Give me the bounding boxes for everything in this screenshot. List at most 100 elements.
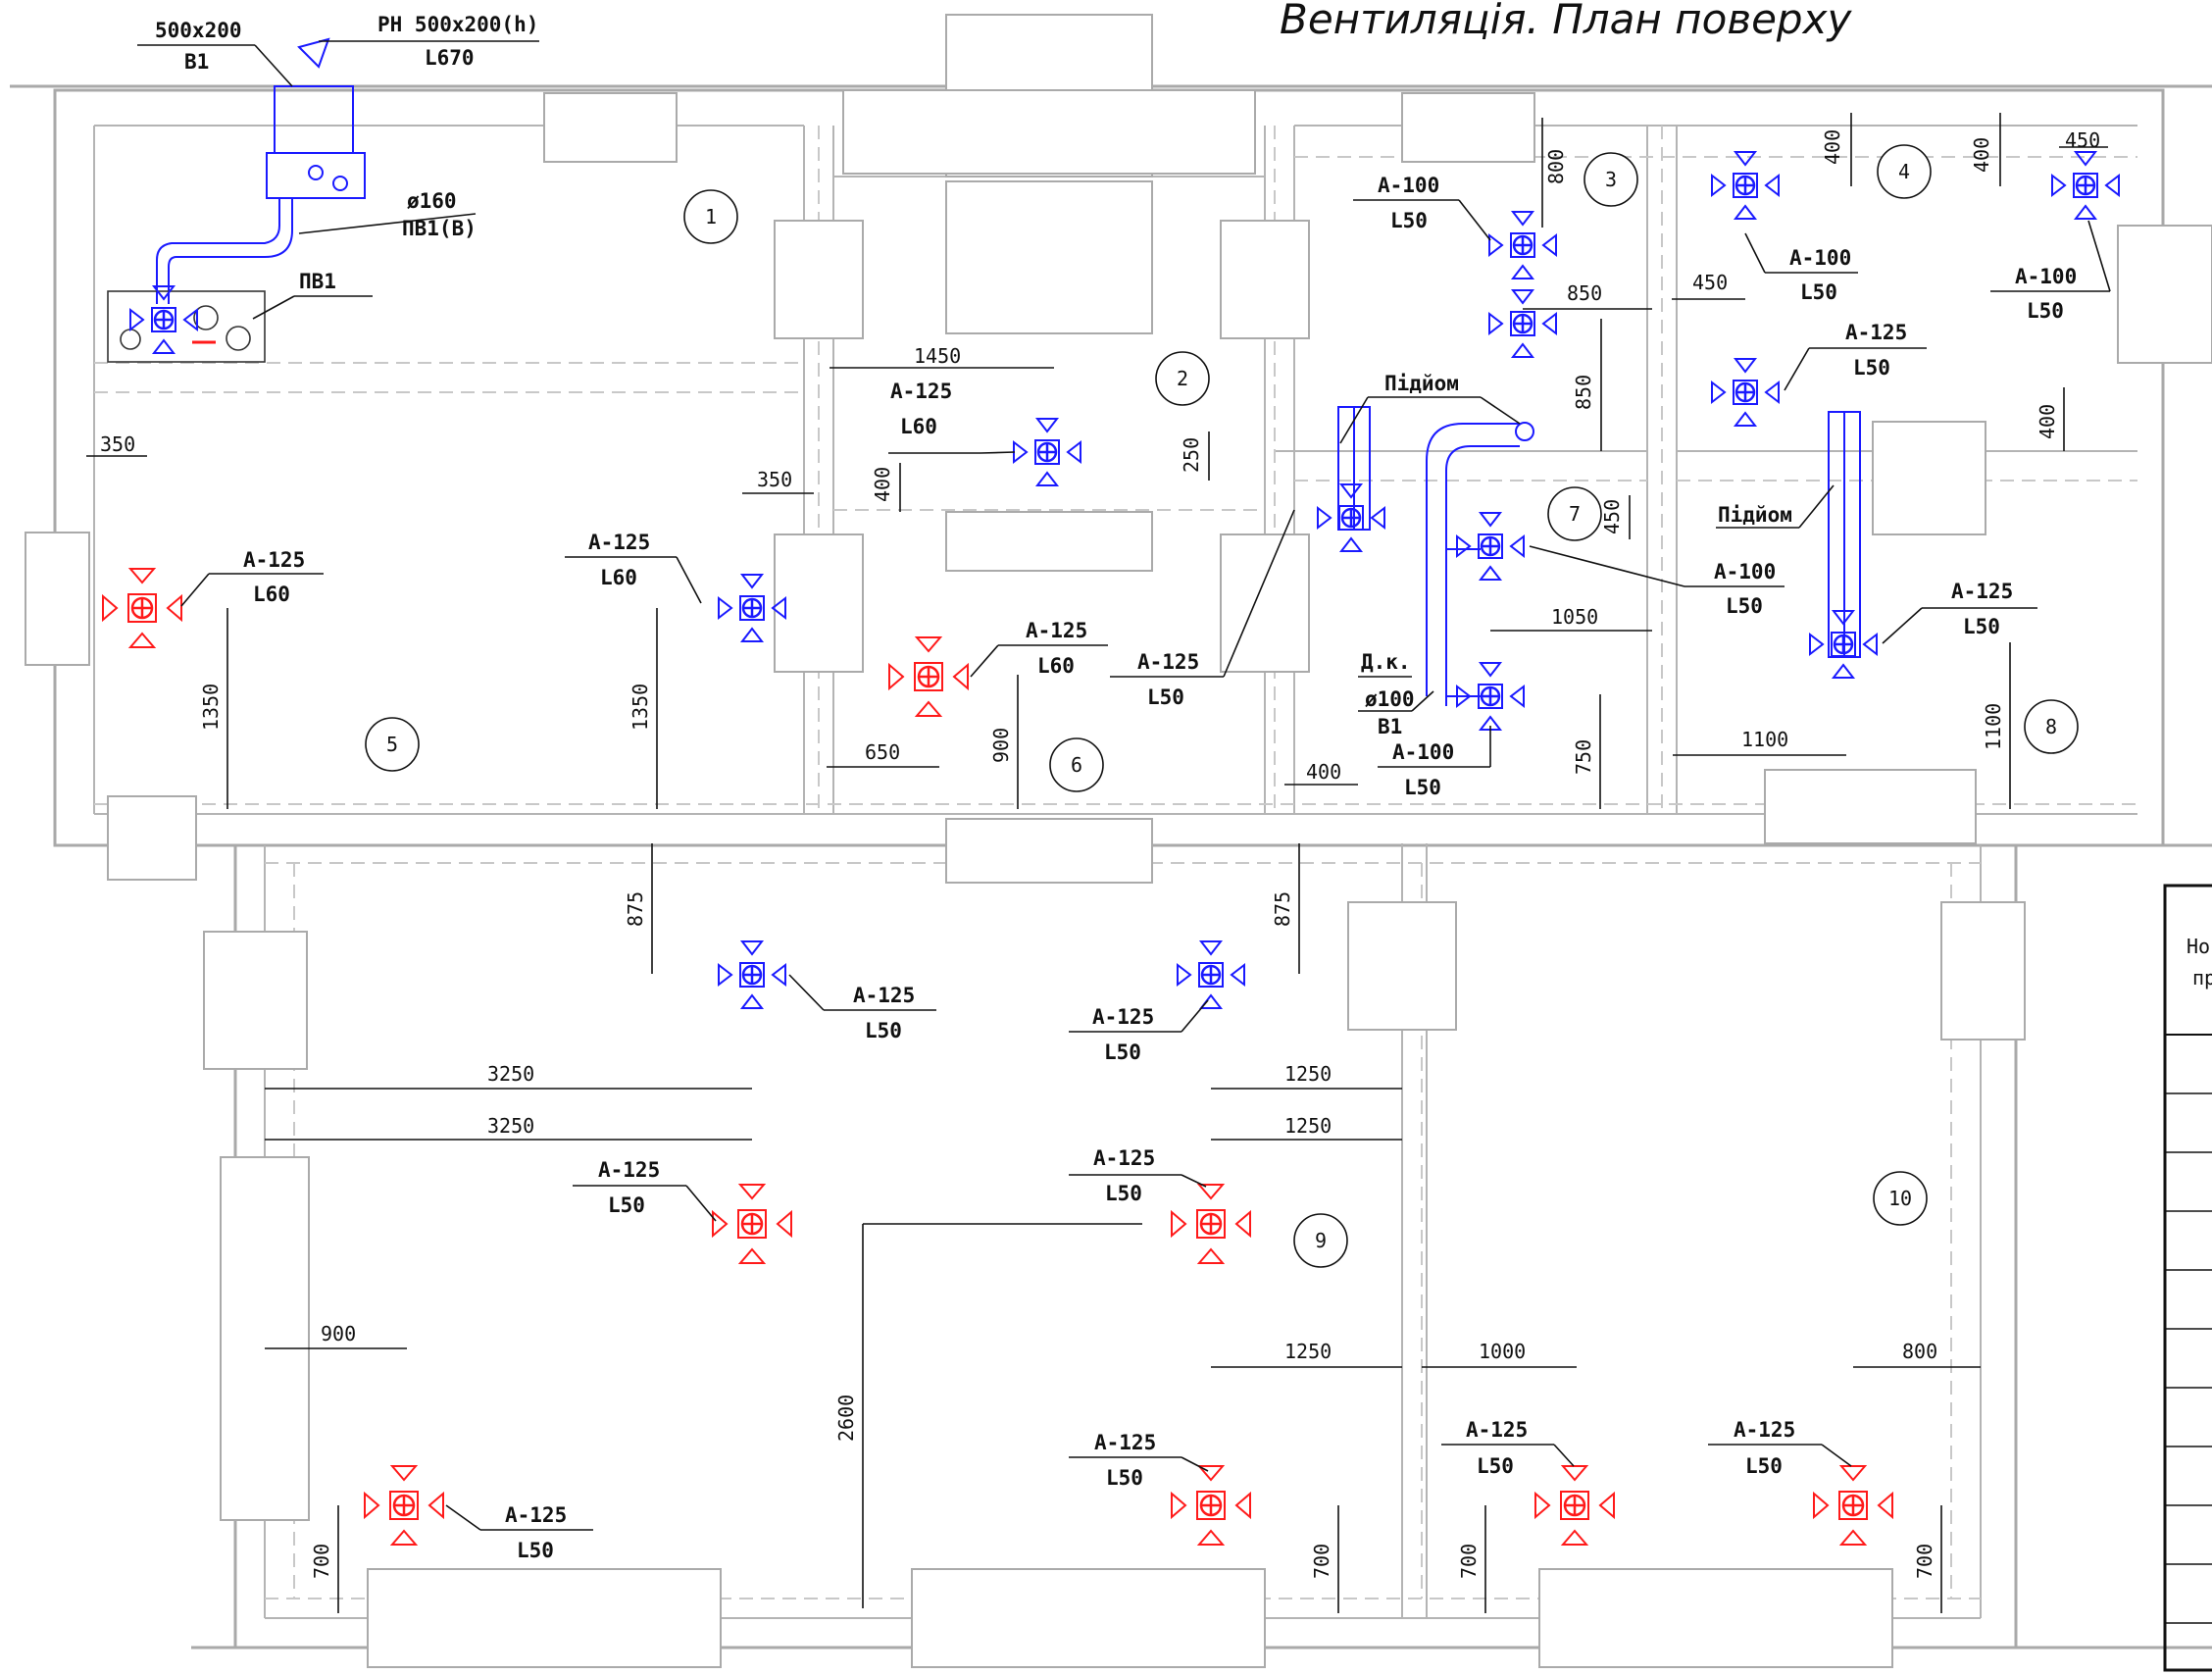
pipe2-label: ø100 — [1365, 687, 1415, 711]
damper-length-label: L670 — [425, 46, 475, 70]
svg-text:1050: 1050 — [1551, 605, 1598, 629]
svg-text:L50: L50 — [1745, 1454, 1783, 1478]
svg-text:L50: L50 — [2027, 299, 2064, 323]
svg-text:10: 10 — [1888, 1187, 1912, 1210]
room-marker — [1873, 1171, 1928, 1226]
svg-text:L60: L60 — [253, 583, 290, 606]
room-marker — [1877, 144, 1932, 199]
exhaust-diffuser — [101, 567, 183, 649]
damper-label: РН 500x200(h) — [377, 13, 538, 36]
room-marker — [1155, 351, 1210, 406]
svg-text:700: 700 — [310, 1544, 333, 1579]
svg-text:A-100: A-100 — [1789, 246, 1851, 270]
damper-icon — [297, 37, 330, 69]
svg-text:A-125: A-125 — [1734, 1418, 1795, 1442]
svg-text:A-125: A-125 — [890, 380, 952, 403]
riser2-label: Підйом — [1718, 503, 1792, 527]
exhaust-diffuser — [711, 1183, 793, 1265]
svg-text:L50: L50 — [1104, 1041, 1141, 1064]
supply-diffuser — [1710, 150, 1781, 221]
supply-diffuser — [1455, 511, 1526, 582]
svg-text:3250: 3250 — [487, 1062, 534, 1086]
svg-text:A-100: A-100 — [2015, 265, 2077, 288]
svg-text:3250: 3250 — [487, 1114, 534, 1138]
svg-text:L60: L60 — [600, 566, 637, 589]
pipe2-system-label: В1 — [1378, 715, 1402, 738]
supply-diffuser — [1487, 288, 1558, 359]
svg-text:9: 9 — [1315, 1229, 1327, 1252]
exhaust-diffuser — [887, 635, 970, 718]
svg-text:L60: L60 — [1037, 654, 1075, 678]
exhaust-diffuser — [1533, 1464, 1616, 1547]
dimension-lines: 800 400 400 450 850 450 850 1450 400 250… — [86, 113, 2108, 1613]
svg-text:4: 4 — [1898, 160, 1910, 183]
svg-text:L50: L50 — [517, 1539, 554, 1562]
duct-system-label: В1 — [184, 50, 209, 74]
svg-text:A-125: A-125 — [1137, 650, 1199, 674]
svg-text:A-100: A-100 — [1392, 740, 1454, 764]
exhaust-diffuser — [1170, 1464, 1252, 1547]
svg-text:1350: 1350 — [628, 684, 652, 731]
svg-text:L60: L60 — [900, 415, 937, 438]
room-marker — [2024, 699, 2079, 754]
room-marker — [365, 717, 420, 772]
svg-text:650: 650 — [865, 740, 900, 764]
svg-text:A-125: A-125 — [1951, 580, 2013, 603]
svg-text:1250: 1250 — [1284, 1340, 1332, 1363]
svg-text:Но: Но — [2187, 935, 2210, 958]
svg-text:900: 900 — [321, 1322, 356, 1345]
supply-diffuser — [1487, 210, 1558, 280]
svg-text:1100: 1100 — [1741, 728, 1788, 751]
svg-text:2600: 2600 — [834, 1395, 858, 1442]
svg-text:1000: 1000 — [1479, 1340, 1526, 1363]
svg-text:350: 350 — [100, 432, 135, 456]
svg-text:A-125: A-125 — [598, 1158, 660, 1182]
svg-text:L50: L50 — [1106, 1466, 1143, 1490]
unit-label: ПВ1 — [299, 270, 336, 293]
svg-text:A-125: A-125 — [1466, 1418, 1528, 1442]
svg-text:A-125: A-125 — [1092, 1005, 1154, 1029]
svg-text:1100: 1100 — [1982, 703, 2005, 750]
riser-label: Підйом — [1384, 372, 1459, 395]
svg-text:A-125: A-125 — [1093, 1146, 1155, 1170]
svg-text:450: 450 — [1600, 499, 1624, 534]
svg-text:8: 8 — [2045, 715, 2057, 738]
svg-text:700: 700 — [1310, 1544, 1333, 1579]
svg-text:1: 1 — [705, 205, 717, 228]
svg-text:850: 850 — [1572, 375, 1595, 410]
svg-text:A-125: A-125 — [505, 1503, 567, 1527]
svg-text:800: 800 — [1902, 1340, 1937, 1363]
svg-text:A-125: A-125 — [1094, 1431, 1156, 1454]
svg-text:400: 400 — [1970, 137, 1993, 173]
pipe-system-label: ПВ1(В) — [402, 217, 477, 240]
supply-diffuser — [1176, 939, 1246, 1010]
exhaust-diffuser — [1812, 1464, 1894, 1547]
supply-diffuser — [1012, 417, 1082, 487]
svg-text:700: 700 — [1913, 1544, 1936, 1579]
svg-text:L50: L50 — [1853, 356, 1890, 380]
svg-text:400: 400 — [1306, 760, 1341, 784]
supply-diffuser — [2050, 150, 2121, 221]
room-marker — [1584, 152, 1638, 207]
room-markers: 1 2 3 4 5 6 7 8 9 10 — [365, 144, 2079, 1268]
exhaust-diffuser — [363, 1464, 445, 1547]
drawing-title: Вентиляція. План поверху — [1280, 0, 1852, 43]
